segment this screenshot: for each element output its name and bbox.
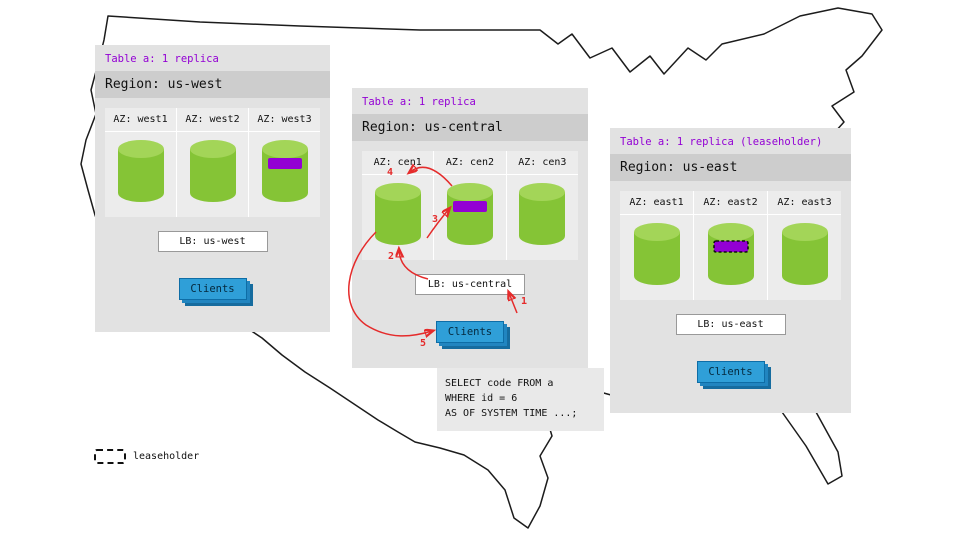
- region-title: Region: us-west: [95, 71, 330, 98]
- az-label: AZ: cen3: [506, 151, 578, 175]
- replica-band-icon: [267, 158, 302, 169]
- db-cylinder-icon: [707, 223, 754, 285]
- az-box: AZ: cen1 AZ: cen2 AZ: cen3: [362, 151, 578, 260]
- db-cylinder-icon: [189, 140, 236, 202]
- table-replica-tag: Table a: 1 replica (leaseholder): [620, 136, 823, 148]
- panel-us-west: Table a: 1 replica Region: us-west AZ: w…: [95, 45, 330, 332]
- az-column: AZ: east2: [694, 191, 768, 300]
- legend-label: leaseholder: [133, 451, 200, 462]
- clients-box: Clients: [696, 361, 765, 383]
- az-box: AZ: west1 AZ: west2 AZ: west3: [105, 108, 320, 217]
- leaseholder-band-icon: [712, 240, 749, 253]
- db-cylinder-icon: [781, 223, 828, 285]
- clients-box: Clients: [178, 278, 247, 300]
- flow-step-number: 5: [420, 338, 427, 349]
- az-label: AZ: west3: [249, 108, 320, 132]
- az-column: AZ: east3: [768, 191, 841, 300]
- table-replica-tag: Table a: 1 replica: [362, 96, 476, 108]
- replica-band-icon: [452, 201, 487, 212]
- az-label: AZ: east3: [768, 191, 841, 215]
- load-balancer-box: LB: us-east: [675, 314, 786, 335]
- az-column: AZ: east1: [620, 191, 694, 300]
- load-balancer-box: LB: us-central: [415, 274, 525, 295]
- clients-box: Clients: [436, 321, 504, 343]
- az-label: AZ: west1: [105, 108, 176, 132]
- panel-us-east: Table a: 1 replica (leaseholder) Region:…: [610, 128, 851, 413]
- az-label: AZ: east2: [694, 191, 767, 215]
- panel-us-central: Table a: 1 replica Region: us-central AZ…: [352, 88, 588, 368]
- az-label: AZ: cen2: [434, 151, 506, 175]
- region-title: Region: us-central: [352, 114, 588, 141]
- az-column: AZ: west2: [177, 108, 249, 217]
- sql-query-box: SELECT code FROM a WHERE id = 6 AS OF SY…: [437, 368, 604, 431]
- db-cylinder-icon: [446, 183, 493, 245]
- az-column: AZ: west3: [249, 108, 320, 217]
- az-column: AZ: cen3: [506, 151, 578, 260]
- db-cylinder-icon: [117, 140, 164, 202]
- flow-step-number: 1: [521, 296, 528, 307]
- az-label: AZ: cen1: [362, 151, 434, 175]
- flow-step-number: 2: [388, 251, 395, 262]
- az-column: AZ: cen1: [362, 151, 435, 260]
- db-cylinder-icon: [374, 183, 421, 245]
- az-column: AZ: cen2: [434, 151, 507, 260]
- az-box: AZ: east1 AZ: east2 AZ: east3: [620, 191, 841, 300]
- legend: leaseholder: [94, 449, 199, 464]
- db-cylinder-icon: [633, 223, 680, 285]
- flow-step-number: 3: [432, 214, 439, 225]
- az-column: AZ: west1: [105, 108, 177, 217]
- table-replica-tag: Table a: 1 replica: [105, 53, 219, 65]
- load-balancer-box: LB: us-west: [157, 231, 268, 252]
- db-cylinder-icon: [261, 140, 308, 202]
- az-label: AZ: west2: [177, 108, 248, 132]
- db-cylinder-icon: [519, 183, 566, 245]
- leaseholder-swatch-icon: [94, 449, 126, 464]
- region-title: Region: us-east: [610, 154, 851, 181]
- flow-step-number: 4: [387, 167, 394, 178]
- az-label: AZ: east1: [620, 191, 693, 215]
